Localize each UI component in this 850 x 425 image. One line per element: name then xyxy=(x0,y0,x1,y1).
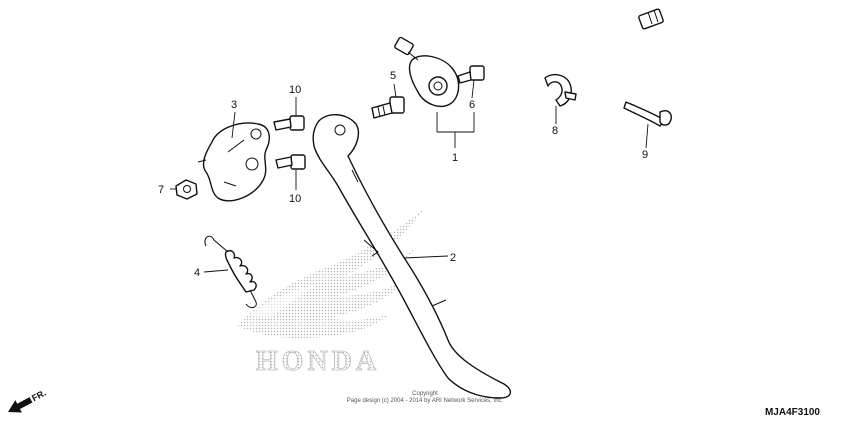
copyright-line-1: Copyright xyxy=(412,391,438,397)
bolt-5 xyxy=(371,96,405,119)
callout-9: 9 xyxy=(642,149,648,161)
callout-8: 8 xyxy=(552,125,558,137)
copyright-line-2: Page design (c) 2004 - 2014 by ARI Netwo… xyxy=(347,398,504,404)
clamp-8 xyxy=(544,73,577,107)
callout-1: 1 xyxy=(452,152,458,164)
side-stand-2 xyxy=(312,114,511,399)
callout-5: 5 xyxy=(390,70,396,82)
bolt-6 xyxy=(457,65,485,84)
side-stand-switch-harness xyxy=(382,8,664,108)
nut-7 xyxy=(175,179,198,200)
spring-4 xyxy=(204,235,257,309)
cable-tie-9 xyxy=(623,101,672,127)
callout-2: 2 xyxy=(450,252,456,264)
front-direction-label: FR. xyxy=(30,388,47,404)
callout-10-upper: 10 xyxy=(289,84,301,96)
bolt-10-upper xyxy=(273,115,305,131)
callout-7: 7 xyxy=(158,184,164,196)
leader-lines xyxy=(170,79,649,273)
honda-logo-text: HONDA xyxy=(256,346,380,377)
callout-6: 6 xyxy=(469,99,475,111)
diagram-code: MJA4F3100 xyxy=(765,407,820,418)
callout-4: 4 xyxy=(194,267,200,279)
callout-10-lower: 10 xyxy=(289,193,301,205)
callout-3: 3 xyxy=(231,99,237,111)
front-direction-arrow xyxy=(8,397,33,413)
honda-wing-watermark xyxy=(238,208,425,338)
stand-plate-3 xyxy=(197,122,270,202)
bolt-10-lower xyxy=(275,154,306,170)
